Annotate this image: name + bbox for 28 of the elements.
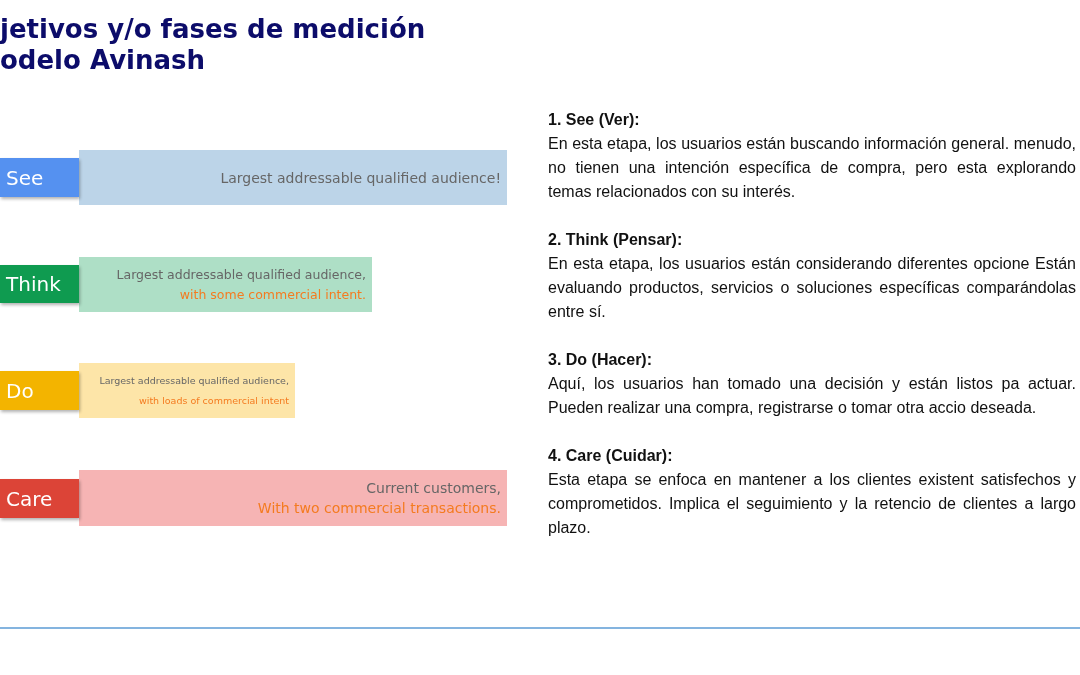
audience-text: with loads of commercial intent <box>138 393 289 408</box>
stage-heading: 2. Think (Pensar): <box>548 230 684 250</box>
stage-band <box>79 363 295 418</box>
audience-text: Current customers, <box>366 479 501 498</box>
stage-band <box>79 257 372 312</box>
stage-tab <box>0 265 79 303</box>
stage-name: Think <box>5 272 61 296</box>
stage-heading: 3. Do (Hacer): <box>548 350 654 370</box>
audience-text: Largest addressable qualified audience, <box>116 265 366 284</box>
title: jetivos y/o fases de medición odelo Avinash <box>0 14 427 76</box>
stage-tab <box>0 371 79 410</box>
stage-description: Esta etapa se enfoca en mantener a los clientes existent satisfechos y comprometidos. Implica el seguimiento y la retencio de clientes a largo plazo. <box>548 470 1076 538</box>
stage-tab <box>0 479 79 518</box>
audience-text: With two commercial transactions. <box>257 499 501 518</box>
stage-name: Care <box>5 486 53 511</box>
audience-text: Largest addressable qualified audience! <box>220 168 501 188</box>
stage-tab <box>0 158 79 197</box>
stage-description: Aquí, los usuarios han tomado una decisión y están listos pa actuar. Pueden realizar una compra, registrarse o tomar otra accio deseada. <box>548 374 1076 418</box>
stage-description: En esta etapa, los usuarios están buscando información general. menudo, no tienen una intención específica de compra, pero esta explorando temas relacionados con su interés. <box>548 134 1076 202</box>
audience-text: Largest addressable qualified audience, <box>99 373 289 388</box>
stage-band <box>79 470 507 526</box>
audience-text: with some commercial intent. <box>179 285 366 304</box>
stage-heading: 4. Care (Cuidar): <box>548 446 674 466</box>
stage-description: En esta etapa, los usuarios están considerando diferentes opcione Están evaluando productos, servicios o soluciones específicas comparándolas entre sí. <box>548 254 1076 322</box>
stage-band <box>79 150 507 205</box>
stage-heading: 1. See (Ver): <box>548 110 641 130</box>
stage-name: Do <box>5 378 34 403</box>
stage-name: See <box>5 165 44 190</box>
